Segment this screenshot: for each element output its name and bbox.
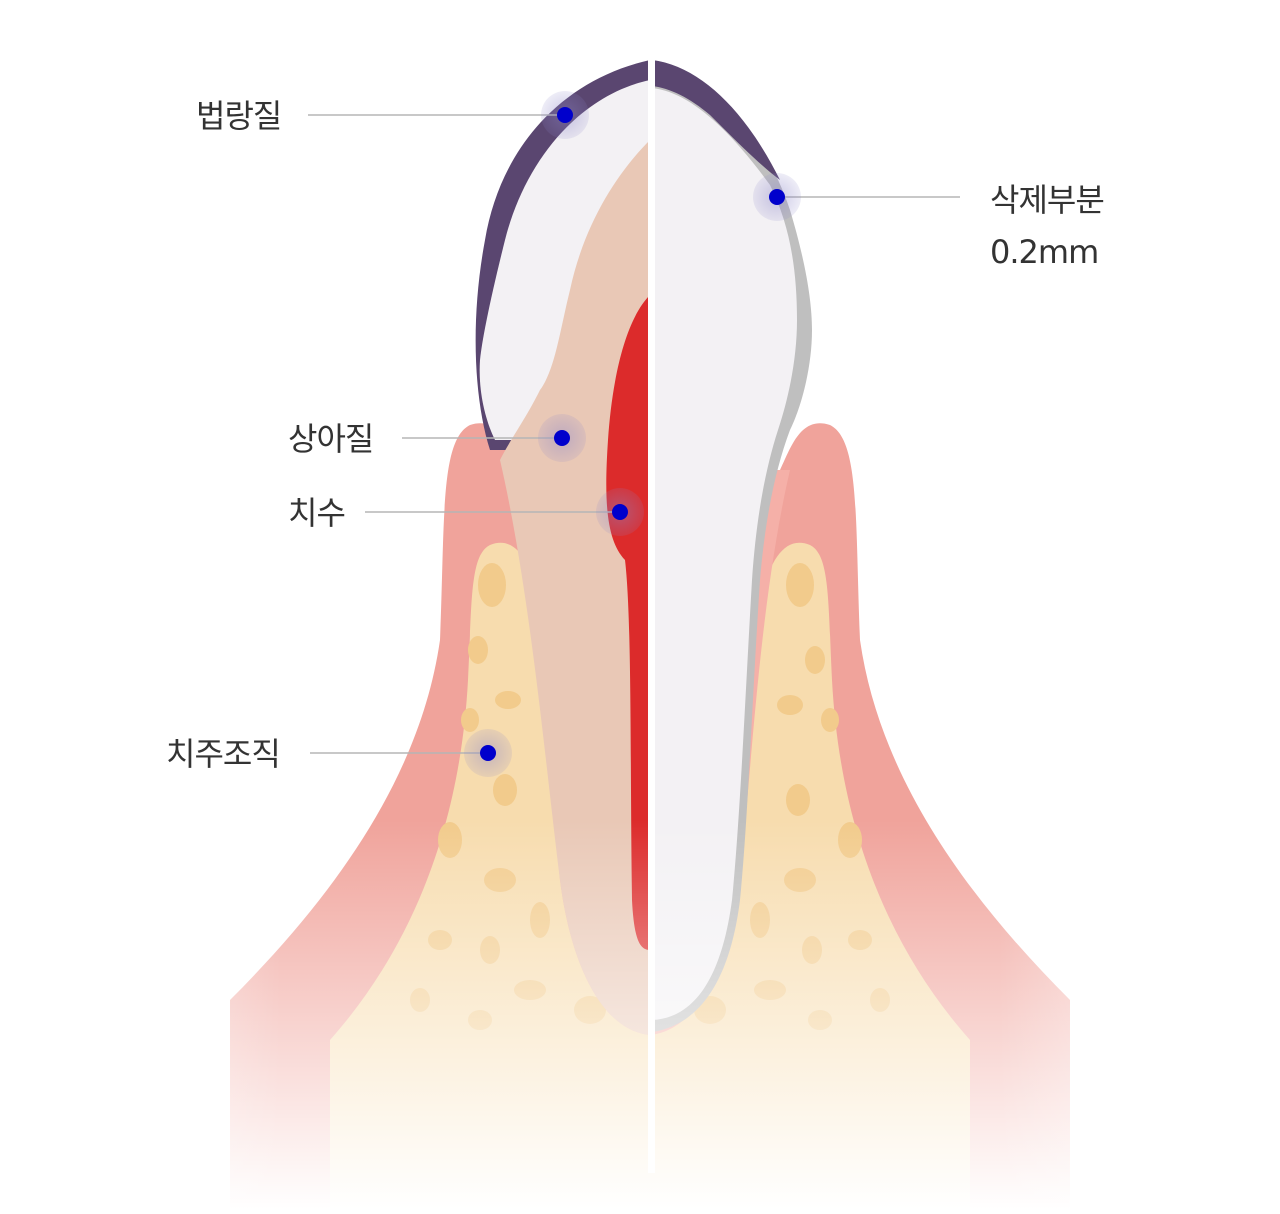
removed-part-label: 삭제부분 [990,181,1105,219]
section-divider [648,58,655,1173]
periodontium-label: 치주조직 [166,735,281,773]
pulp-marker [596,488,644,536]
removed-part-marker [753,173,801,221]
dentin-marker [538,414,586,462]
periodontium-marker [464,729,512,777]
dentin-label: 상아질 [288,420,374,458]
enamel-marker [541,91,589,139]
side-fade [0,700,1280,1209]
enamel-cap [652,60,780,180]
pulp-label: 치수 [288,494,346,532]
removed-amount-label: 0.2mm [990,233,1099,271]
enamel-label: 법랑질 [196,97,282,135]
